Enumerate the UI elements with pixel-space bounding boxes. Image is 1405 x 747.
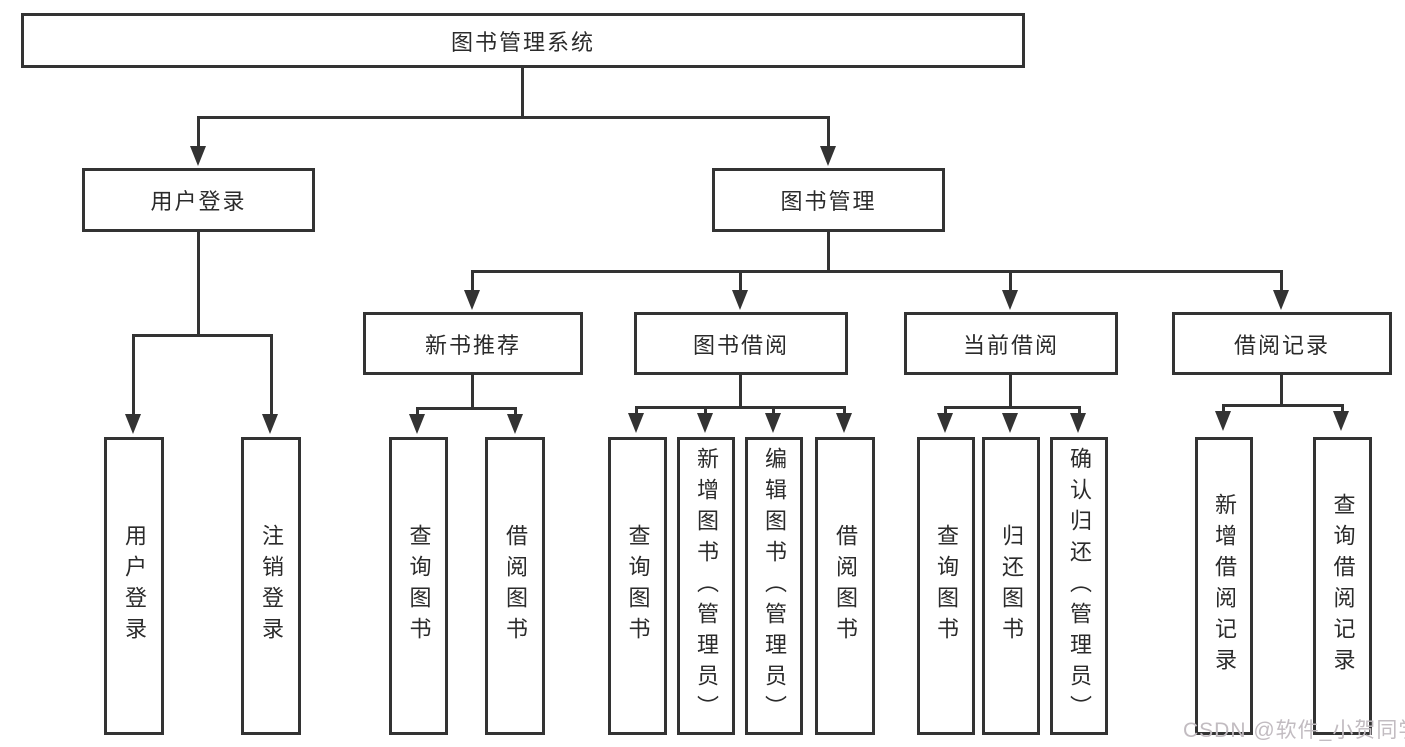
connector-book-borrow-drop-2 — [704, 406, 707, 415]
connector-current-borrow-rail — [944, 406, 1081, 409]
arrow-to-book-management — [820, 146, 836, 166]
leaf-add-borrow-record-label: 新增借阅记录 — [1212, 493, 1237, 679]
connector-new-book-drop-2 — [514, 407, 517, 416]
arrow-to-leaf-logout — [262, 414, 278, 434]
arrow-new-book-leaf-1 — [409, 414, 425, 434]
arrow-to-borrow-record — [1273, 290, 1289, 310]
connector-borrow-record-drop-2 — [1341, 404, 1344, 413]
connector-root-rail — [197, 116, 830, 119]
arrow-book-borrow-leaf-4 — [836, 413, 852, 433]
connector-book-borrow-drop-1 — [635, 406, 638, 415]
connector-current-borrow-drop-3 — [1078, 406, 1081, 415]
arrow-book-borrow-leaf-3 — [765, 413, 781, 433]
leaf-borrow-query-book-label: 查询图书 — [625, 524, 651, 648]
connector-book-borrow-stem — [739, 375, 742, 409]
leaf-confirm-return-admin-label: 确认归还（管理员） — [1067, 446, 1092, 726]
leaf-edit-book-admin: 编辑图书（管理员） — [745, 437, 803, 735]
node-book-management-label: 图书管理 — [780, 189, 877, 214]
connector-current-borrow-drop-1 — [944, 406, 947, 415]
node-library-system-label: 图书管理系统 — [450, 29, 595, 55]
node-new-book-recommend-label: 新书推荐 — [424, 332, 521, 358]
arrow-to-leaf-user-login — [125, 414, 141, 434]
node-borrow-record: 借阅记录 — [1172, 312, 1392, 375]
connector-user-login-drop-right — [270, 334, 273, 416]
arrow-borrow-record-leaf-2 — [1333, 411, 1349, 431]
arrow-new-book-leaf-2 — [507, 414, 523, 434]
leaf-user-login: 用户登录 — [104, 437, 164, 735]
leaf-newbook-borrow-book: 借阅图书 — [485, 437, 545, 735]
arrow-to-current-borrow — [1002, 290, 1018, 310]
leaf-borrow-query-book: 查询图书 — [608, 437, 667, 735]
node-user-login-group: 用户登录 — [82, 168, 315, 232]
connector-book-mgmt-rail — [471, 270, 1283, 273]
connector-drop-current-borrow — [1009, 270, 1012, 292]
arrow-borrow-record-leaf-1 — [1215, 411, 1231, 431]
connector-drop-borrow-record — [1280, 270, 1283, 292]
leaf-borrow-book: 借阅图书 — [815, 437, 875, 735]
node-new-book-recommend: 新书推荐 — [363, 312, 583, 375]
leaf-return-book: 归还图书 — [982, 437, 1040, 735]
connector-book-borrow-rail — [635, 406, 846, 409]
node-user-login-group-label: 用户登录 — [150, 189, 247, 214]
leaf-query-borrow-record: 查询借阅记录 — [1313, 437, 1372, 735]
connector-root-drop-left — [197, 116, 200, 148]
leaf-current-query-book-label: 查询图书 — [934, 524, 959, 648]
leaf-confirm-return-admin: 确认归还（管理员） — [1050, 437, 1108, 735]
arrow-current-borrow-leaf-1 — [937, 413, 953, 433]
connector-drop-new-book — [471, 270, 474, 292]
connector-root-drop-right — [827, 116, 830, 148]
connector-book-borrow-drop-4 — [843, 406, 846, 415]
connector-drop-book-borrow — [739, 270, 742, 292]
node-borrow-record-label: 借阅记录 — [1233, 332, 1330, 358]
leaf-add-book-admin: 新增图书（管理员） — [677, 437, 735, 735]
node-current-borrow: 当前借阅 — [904, 312, 1118, 375]
connector-new-book-stem — [471, 375, 474, 410]
node-current-borrow-label: 当前借阅 — [962, 332, 1059, 358]
connector-borrow-record-drop-1 — [1222, 404, 1225, 413]
arrow-book-borrow-leaf-1 — [628, 413, 644, 433]
arrow-book-borrow-leaf-2 — [697, 413, 713, 433]
connector-new-book-drop-1 — [416, 407, 419, 416]
arrow-current-borrow-leaf-2 — [1002, 413, 1018, 433]
arrow-current-borrow-leaf-3 — [1070, 413, 1086, 433]
connector-book-mgmt-stem — [827, 232, 830, 273]
connector-borrow-record-stem — [1280, 375, 1283, 407]
csdn-watermark: CSDN @软件_小贺同学 — [1183, 719, 1405, 742]
connector-current-borrow-stem — [1009, 375, 1012, 409]
node-library-system: 图书管理系统 — [21, 13, 1025, 68]
node-book-borrow-label: 图书借阅 — [692, 332, 789, 358]
connector-user-login-rail — [132, 334, 273, 337]
leaf-add-book-admin-label: 新增图书（管理员） — [694, 446, 719, 726]
node-book-management: 图书管理 — [712, 168, 945, 232]
leaf-logout: 注销登录 — [241, 437, 301, 735]
leaf-logout-label: 注销登录 — [259, 524, 284, 648]
connector-borrow-record-rail — [1222, 404, 1344, 407]
leaf-newbook-query-book-label: 查询图书 — [406, 524, 432, 648]
leaf-newbook-borrow-book-label: 借阅图书 — [503, 524, 528, 648]
connector-new-book-rail — [416, 407, 517, 410]
arrow-to-new-book — [464, 290, 480, 310]
leaf-edit-book-admin-label: 编辑图书（管理员） — [762, 446, 787, 726]
leaf-return-book-label: 归还图书 — [999, 524, 1024, 648]
node-book-borrow: 图书借阅 — [634, 312, 848, 375]
connector-user-login-drop-left — [132, 334, 135, 416]
connector-user-login-stem — [197, 232, 200, 337]
leaf-add-borrow-record: 新增借阅记录 — [1195, 437, 1253, 735]
leaf-query-borrow-record-label: 查询借阅记录 — [1330, 493, 1356, 679]
connector-root-stem — [521, 68, 524, 118]
arrow-to-book-borrow — [732, 290, 748, 310]
leaf-borrow-book-label: 借阅图书 — [833, 524, 858, 648]
leaf-current-query-book: 查询图书 — [917, 437, 975, 735]
arrow-to-user-login — [190, 146, 206, 166]
leaf-user-login-label: 用户登录 — [122, 524, 147, 648]
connector-book-borrow-drop-3 — [772, 406, 775, 415]
leaf-newbook-query-book: 查询图书 — [389, 437, 448, 735]
